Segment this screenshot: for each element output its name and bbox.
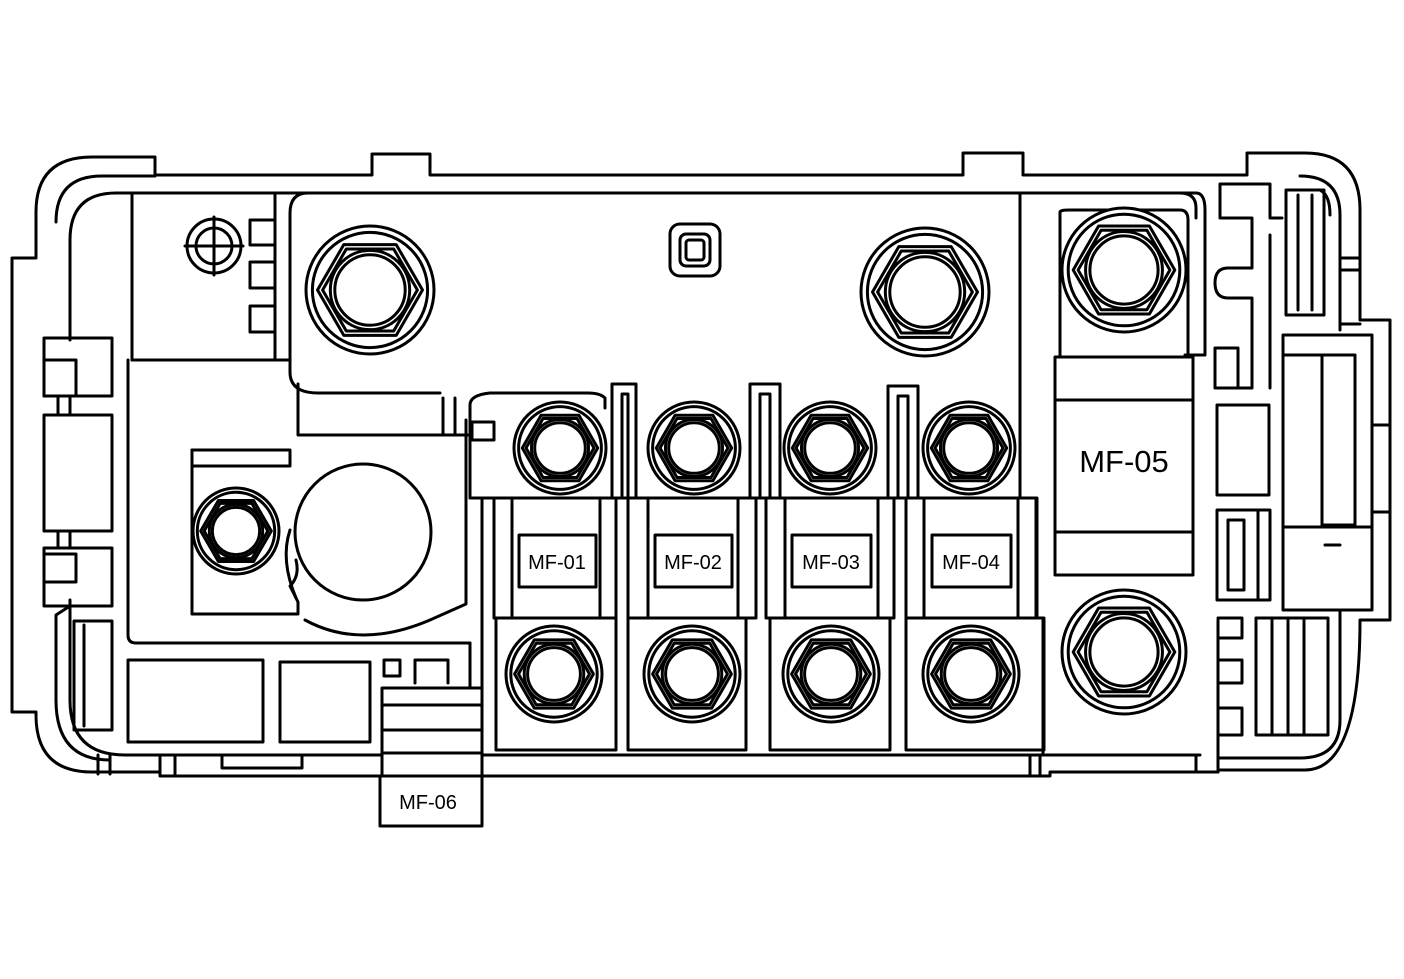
left-side-clips — [42, 336, 114, 702]
fuse-label-mf06: MF-06 — [399, 792, 457, 814]
hex-bolt — [1060, 206, 1188, 334]
hex-bolt — [781, 624, 881, 724]
fuse-mf04: MF-04 — [930, 533, 1013, 589]
fuse-label-mf01: MF-01 — [528, 552, 586, 574]
fuse-mf01: MF-01 — [517, 533, 598, 589]
hex-bolt — [512, 400, 608, 496]
center-marker-icon — [668, 222, 722, 278]
hex-bolt — [191, 486, 281, 576]
hex-bolt — [304, 224, 436, 356]
fuse-label-mf05: MF-05 — [1079, 444, 1169, 479]
housing-outline — [10, 151, 1392, 778]
fuse-mf05: MF-05 — [1079, 444, 1169, 479]
hex-bolt — [646, 400, 742, 496]
mf06-connector — [378, 686, 484, 828]
fuse-label-mf02: MF-02 — [664, 552, 722, 574]
fuse-block — [468, 496, 1046, 757]
fuse-label-mf04: MF-04 — [942, 552, 1000, 574]
hex-bolt — [642, 624, 742, 724]
hex-bolt — [504, 624, 604, 724]
ground-symbol-icon — [183, 215, 245, 277]
main-busbar-plate — [288, 191, 1022, 500]
hex-bolt — [859, 226, 991, 358]
hex-bolt — [921, 624, 1021, 724]
left-inner-panel — [72, 191, 472, 744]
hex-bolt — [782, 400, 878, 496]
hex-bolt — [1060, 588, 1188, 716]
fuse-mf03: MF-03 — [790, 533, 873, 589]
fuse-label-mf03: MF-03 — [802, 552, 860, 574]
fuse-mf06: MF-06 — [399, 792, 457, 814]
right-side-structure — [1018, 182, 1392, 737]
hex-bolt — [921, 400, 1017, 496]
bolts — [191, 206, 1188, 724]
battery-terminal-clamp — [190, 382, 496, 637]
fuse-mf02: MF-02 — [653, 533, 734, 589]
